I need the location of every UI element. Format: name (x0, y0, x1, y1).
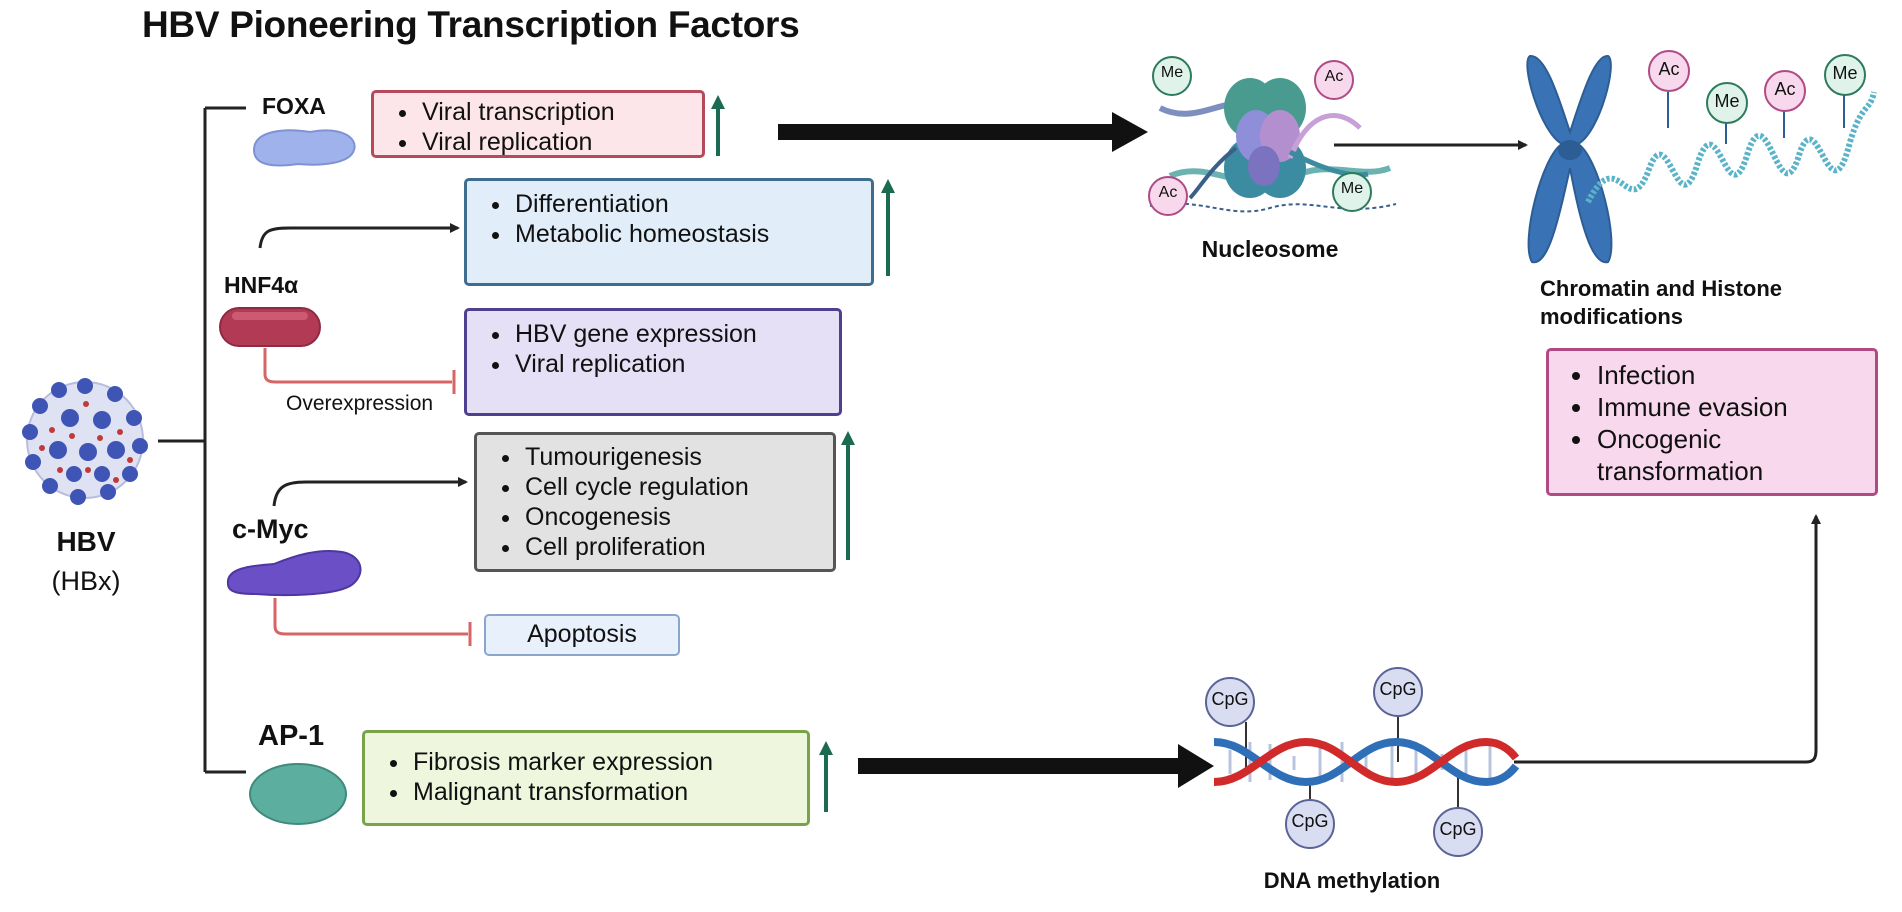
cpg-site-1 (1205, 677, 1255, 727)
outcome-item: Immune evasion (1595, 391, 1875, 423)
up-arrows (711, 95, 895, 812)
ap1-effect: Fibrosis marker expression (411, 747, 807, 777)
chromatin-mark-me-2 (1824, 54, 1866, 96)
cmyc-protein-icon (226, 549, 362, 597)
foxa-protein-icon (252, 129, 356, 167)
dna-methylation-label: DNA methylation (1263, 868, 1441, 893)
hnf4a-inhibition-line (263, 348, 456, 394)
nucleosome-icon (1149, 78, 1397, 213)
hnf4a-inhibited-effects-box: HBV gene expression Viral replication (464, 308, 842, 416)
hbv-virus-icon (22, 378, 148, 505)
hnf4a-activation-arrow (258, 223, 460, 249)
ap1-effect: Malignant transformation (411, 777, 807, 807)
chromatin-mark-me-1 (1706, 82, 1748, 124)
foxa-effect: Viral replication (420, 127, 702, 157)
chromatin-label-line1: Chromatin and Histone (1540, 276, 1783, 301)
cmyc-effect: Oncogenesis (523, 502, 833, 532)
dna-to-outcome-arrow (1514, 514, 1821, 764)
foxa-effects-box: Viral transcription Viral replication (371, 90, 705, 158)
hnf4a-inhibited-effect: HBV gene expression (513, 319, 839, 349)
outcomes-box: Infection Immune evasion Oncogenictransf… (1546, 348, 1878, 496)
nucleosome-mark-ac-2 (1148, 176, 1188, 216)
nucleosome-mark-label: Me (1160, 64, 1184, 81)
nucleosome-mark-label: Ac (1158, 184, 1178, 201)
figure-title: HBV Pioneering Transcription Factors (142, 4, 800, 45)
hnf4a-up-effect: Differentiation (513, 189, 871, 219)
nucleosome-mark-me-2 (1332, 172, 1372, 212)
nucleosome-mark-label: Me (1340, 180, 1364, 197)
cmyc-label: c-Myc (232, 514, 309, 544)
chromatin-mark-ac-1 (1648, 50, 1690, 92)
outcome-text: transformation (1597, 456, 1764, 486)
nucleosome-mark-label: Ac (1324, 68, 1344, 85)
ap1-label: AP-1 (258, 720, 325, 752)
hbv-sublabel: (HBx) (51, 566, 121, 596)
apoptosis-box: Apoptosis (484, 614, 680, 656)
outcome-item: Infection (1595, 359, 1875, 391)
hnf4a-inhibited-effect: Viral replication (513, 349, 839, 379)
cmyc-effect: Cell cycle regulation (523, 472, 833, 502)
cpg-label: CpG (1439, 819, 1477, 839)
ap1-effects-box: Fibrosis marker expression Malignant tra… (362, 730, 810, 826)
cpg-site-2 (1373, 667, 1423, 717)
cpg-label: CpG (1379, 679, 1417, 699)
nucleosome-mark-ac-1 (1314, 60, 1354, 100)
hnf4a-protein-icon (219, 307, 321, 347)
cmyc-effect: Tumourigenesis (523, 442, 833, 472)
chromatin-mark-label: Me (1714, 91, 1740, 111)
foxa-label: FOXA (262, 93, 326, 119)
hbv-bracket (158, 106, 246, 774)
nucleosome-mark-me-1 (1152, 56, 1192, 96)
nucleosome-label: Nucleosome (1201, 236, 1339, 262)
cmyc-inhibition-line (273, 598, 472, 646)
hnf4a-up-effect: Metabolic homeostasis (513, 219, 871, 249)
chromatin-mark-label: Ac (1658, 59, 1680, 79)
cpg-label: CpG (1211, 689, 1249, 709)
foxa-effect: Viral transcription (420, 97, 702, 127)
chromatin-mark-ac-2 (1764, 70, 1806, 112)
hbv-label: HBV (56, 526, 116, 557)
cpg-site-4 (1433, 807, 1483, 857)
chromatin-mark-label: Ac (1774, 79, 1796, 99)
outcome-text: Oncogenic (1597, 424, 1722, 454)
overexpression-label: Overexpression (286, 392, 434, 415)
dna-helix-icon (1213, 714, 1520, 818)
chromatin-mark-label: Me (1832, 63, 1858, 83)
chromatin-label-line2: modifications (1540, 304, 1684, 329)
hnf4a-up-effects-box: Differentiation Metabolic homeostasis (464, 178, 874, 286)
big-arrows (778, 112, 1214, 788)
cmyc-effects-box: Tumourigenesis Cell cycle regulation Onc… (474, 432, 836, 572)
cpg-label: CpG (1291, 811, 1329, 831)
hnf4a-label: HNF4α (224, 272, 299, 298)
cpg-site-3 (1285, 799, 1335, 849)
chromosome-icon (1526, 55, 1877, 264)
cmyc-effect: Cell proliferation (523, 532, 833, 562)
ap1-protein-icon (249, 763, 347, 825)
cmyc-activation-arrow (272, 477, 468, 507)
